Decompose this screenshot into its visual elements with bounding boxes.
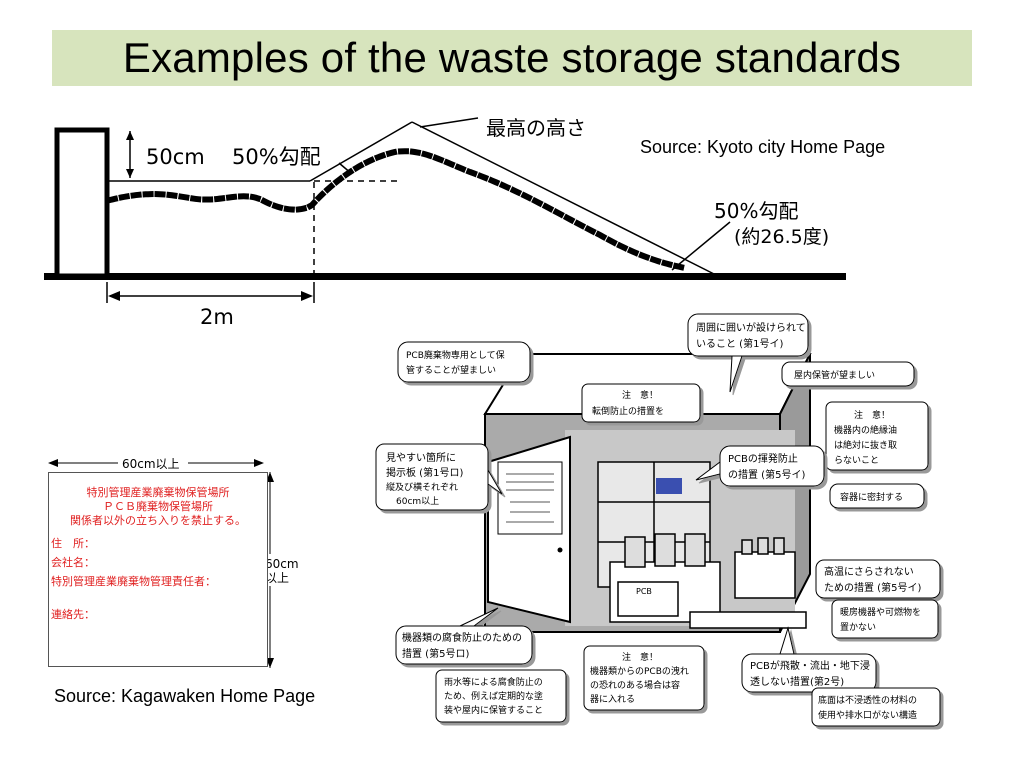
title-bar: Examples of the waste storage standards [52, 30, 972, 86]
callout-scatter [741, 626, 877, 693]
callout-sealed-text: 容器に密封する [840, 491, 903, 503]
callout-evaporation [695, 445, 825, 487]
sign-line-3: 関係者以外の立ち入りを禁止する。 [70, 514, 246, 527]
callout-corrosion-line-1: 機器類の腐食防止のための [402, 631, 522, 644]
callout-fall-prevention [581, 383, 701, 423]
callout-heaters-line-2: 置かない [840, 622, 876, 633]
callout-floor [811, 687, 941, 727]
callout-leak-line-2: 機器類からのPCBの洩れ [590, 665, 689, 677]
callout-heaters [831, 599, 939, 639]
callout-insulating-oil-line-2: 機器内の絶縁油 [834, 424, 897, 436]
callout-high-temp [815, 559, 941, 599]
sign-contact: 連絡先： [51, 608, 95, 621]
callout-rain [435, 669, 567, 723]
door-signboard [497, 461, 563, 535]
callout-signboard-line-3: 縦及び横それぞれ [386, 481, 458, 493]
source-kagawa-caption: Source: Kagawaken Home Page [54, 686, 316, 706]
callout-corrosion [395, 607, 533, 665]
sign-line-1: 特別管理産業廃棄物保管場所 [86, 486, 230, 499]
sign-height-label-2: 以上 [265, 571, 289, 585]
callout-insulating-oil-line-1: 注 意！ [854, 409, 890, 421]
ground-line [44, 273, 846, 280]
callout-corrosion-line-2: 措置 (第5号ロ) [402, 647, 469, 660]
max-height-label: 最高の高さ [486, 116, 586, 140]
pcb-equipment [609, 533, 807, 629]
callout-high-temp-line-1: 高温にさらされない [824, 565, 914, 578]
callout-indoor [781, 361, 915, 387]
callout-signboard-line-4: 60cm以上 [396, 496, 439, 507]
slide-title: Examples of the waste storage standards [122, 34, 902, 81]
callout-scatter-line-2: 透しない措置(第2号) [750, 675, 844, 688]
callout-leak [583, 645, 705, 711]
height-label: 50cm [146, 145, 205, 169]
callout-fall-prevention-line-1: 注 意！ [622, 389, 658, 401]
pile-slope-diagram: 50cm 50%勾配 最高の高さ 50%勾配 (約26.5度) 2m [44, 116, 846, 329]
sign-width-label: 60cm以上 [122, 457, 180, 471]
callout-heaters-line-1: 暖房機器や可燃物を [840, 606, 921, 618]
distance-label: 2m [200, 305, 234, 329]
sign-address: 住 所： [51, 537, 95, 550]
callout-rain-line-1: 雨水等による腐食防止の [444, 676, 543, 688]
callout-floor-line-1: 底面は不浸透性の材料の [818, 694, 917, 706]
callout-scatter-line-1: PCBが飛散・流出・地下浸 [750, 659, 870, 672]
callout-insulating-oil-line-3: は絶対に抜き取 [834, 439, 897, 451]
callout-rain-line-2: ため、例えば定期的な塗 [444, 690, 543, 702]
callout-insulating-oil [825, 401, 929, 471]
slope-right-label: 50%勾配 [714, 199, 798, 223]
callout-pcb-dedicated [397, 341, 531, 383]
sign-company: 会社名： [51, 556, 95, 569]
slope-outline [309, 121, 413, 182]
callout-evaporation-line-2: の措置 (第5号イ) [728, 468, 805, 481]
sign-dimensions: 60cm以上 60cm 以上 [48, 455, 304, 668]
waste-surface [106, 148, 689, 272]
sign-manager: 特別管理産業廃棄物管理責任者： [51, 575, 216, 588]
storage-facility-illustration: PCB 周囲に囲いが設けられて いること (第1号イ) PCB廃棄物専用として保… [375, 313, 941, 727]
callout-signboard [375, 443, 503, 511]
callout-sealed [829, 483, 925, 509]
source-kyoto-caption: Source: Kyoto city Home Page [640, 137, 886, 157]
callout-signboard-line-2: 掲示板 (第1号ロ) [386, 466, 463, 479]
callout-high-temp-line-2: ための措置 (第5号イ) [824, 581, 921, 594]
callout-indoor-text: 屋内保管が望ましい [794, 369, 875, 381]
callout-leak-line-3: の恐れのある場合は容 [590, 679, 680, 691]
callout-fence-line-2: いること (第1号イ) [696, 337, 783, 350]
callout-insulating-oil-line-4: らないこと [834, 455, 879, 466]
slope-left-label: 50%勾配 [232, 145, 321, 169]
callout-signboard-line-1: 見やすい箇所に [386, 451, 456, 464]
pcb-container-label: PCB [636, 587, 652, 596]
sign-height-label-1: 60cm [265, 557, 299, 571]
callout-floor-line-2: 使用や排水口がない構造 [818, 709, 917, 721]
callout-pcb-dedicated-line-2: 管することが望ましい [406, 364, 496, 376]
callout-leak-line-1: 注 意！ [622, 651, 658, 663]
callout-evaporation-line-1: PCBの揮発防止 [728, 452, 798, 465]
slope-angle-label: (約26.5度) [734, 226, 829, 248]
callout-fence [687, 313, 809, 393]
callout-rain-line-3: 装や屋内に保管すること [444, 704, 543, 716]
callout-fence-line-1: 周囲に囲いが設けられて [696, 321, 806, 334]
wall [54, 127, 110, 279]
callout-fall-prevention-line-2: 転倒防止の措置を [592, 405, 664, 417]
storage-sign: 特別管理産業廃棄物保管場所 ＰＣＢ廃棄物保管場所 関係者以外の立ち入りを禁止する… [48, 472, 268, 667]
callout-pcb-dedicated-line-1: PCB廃棄物専用として保 [406, 349, 505, 361]
callout-leak-line-4: 器に入れる [590, 694, 635, 705]
sign-line-2: ＰＣＢ廃棄物保管場所 [103, 500, 213, 513]
